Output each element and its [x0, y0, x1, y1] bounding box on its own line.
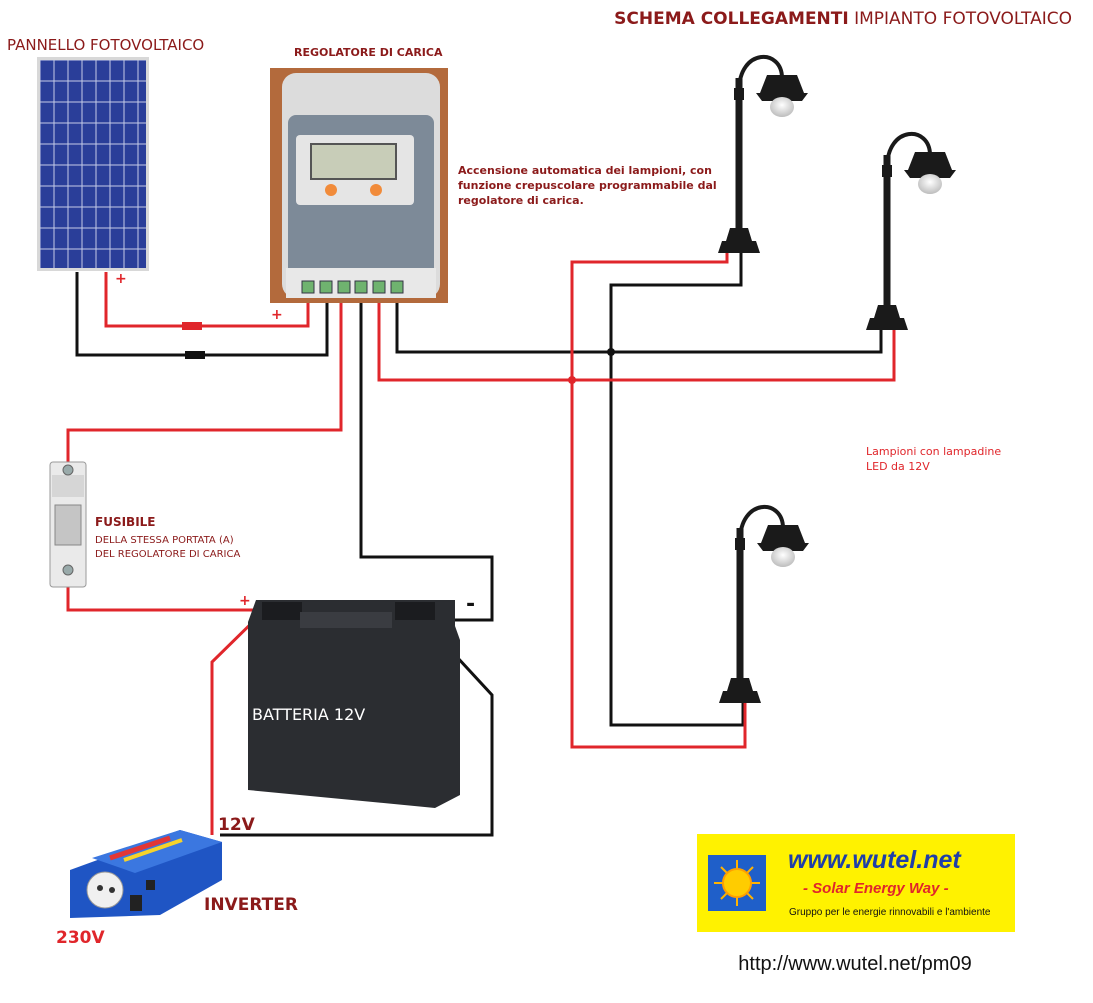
panel-negative-diode [185, 351, 205, 359]
junction-negative [607, 348, 615, 356]
inverter-negative-wire [220, 628, 494, 837]
diagram-title: SCHEMA COLLEGAMENTI IMPIANTO FOTOVOLTAIC… [614, 9, 1072, 29]
lamps-label-line-1: Lampioni con lampadine [866, 445, 1001, 458]
fuse-title: FUSIBILE [95, 515, 156, 529]
fuse [49, 461, 87, 588]
fuse-line-1: DELLA STESSA PORTATA (A) [95, 535, 234, 546]
battery-minus-sign: - [466, 592, 475, 617]
voltage-230v-label: 230V [56, 928, 105, 948]
note-line-3: regolatore di carica. [458, 194, 584, 207]
note-line-2: funzione crepuscolare programmabile dal [458, 179, 717, 192]
fuse-battery-wire [66, 585, 265, 612]
lamp-2 [866, 134, 956, 330]
note-line-1: Accensione automatica dei lampioni, con [458, 164, 712, 177]
inverter [70, 830, 222, 918]
title-bold-part: SCHEMA COLLEGAMENTI [614, 9, 849, 29]
sun-icon [714, 860, 760, 906]
panel-positive-wire [104, 272, 310, 328]
panel-label: PANNELLO FOTOVOLTAICO [7, 36, 204, 54]
battery-plus-sign: + [239, 593, 251, 609]
regulator-plus-sign: + [271, 307, 283, 323]
lamp-positive-wire [570, 248, 747, 749]
battery-positive-wire [66, 290, 343, 465]
wutel-logo [697, 834, 1015, 932]
battery-negative-wire [359, 290, 494, 622]
inverter-positive-wire [210, 608, 267, 835]
load-negative-wire [395, 290, 883, 354]
inverter-label: INVERTER [204, 895, 298, 915]
battery-label: BATTERIA 12V [252, 705, 365, 724]
voltage-12v-label: 12V [218, 815, 256, 835]
lamp-3 [719, 507, 809, 703]
lamp1-negative-wire [609, 248, 745, 727]
page-url: http://www.wutel.net/pm09 [738, 953, 971, 975]
charge-regulator [270, 68, 448, 303]
title-regular-part: IMPIANTO FOTOVOLTAICO [849, 9, 1072, 29]
battery [248, 600, 460, 808]
load-positive-wire [377, 290, 896, 382]
logo-slogan: - Solar Energy Way - [803, 880, 949, 897]
logo-site: www.wutel.net [788, 846, 962, 874]
lamps-label-line-2: LED da 12V [866, 460, 930, 473]
positive-wires [66, 248, 896, 835]
logo-group: Gruppo per le energie rinnovabili e l'am… [789, 907, 991, 918]
negative-wires [75, 248, 883, 837]
solar-panel [37, 57, 149, 271]
panel-positive-fuse [182, 322, 202, 330]
panel-plus-sign: + [115, 271, 127, 287]
lamp-1 [718, 57, 808, 253]
junction-positive [568, 376, 576, 384]
fuse-line-2: DEL REGOLATORE DI CARICA [95, 549, 240, 560]
regulator-label: REGOLATORE DI CARICA [294, 46, 443, 59]
